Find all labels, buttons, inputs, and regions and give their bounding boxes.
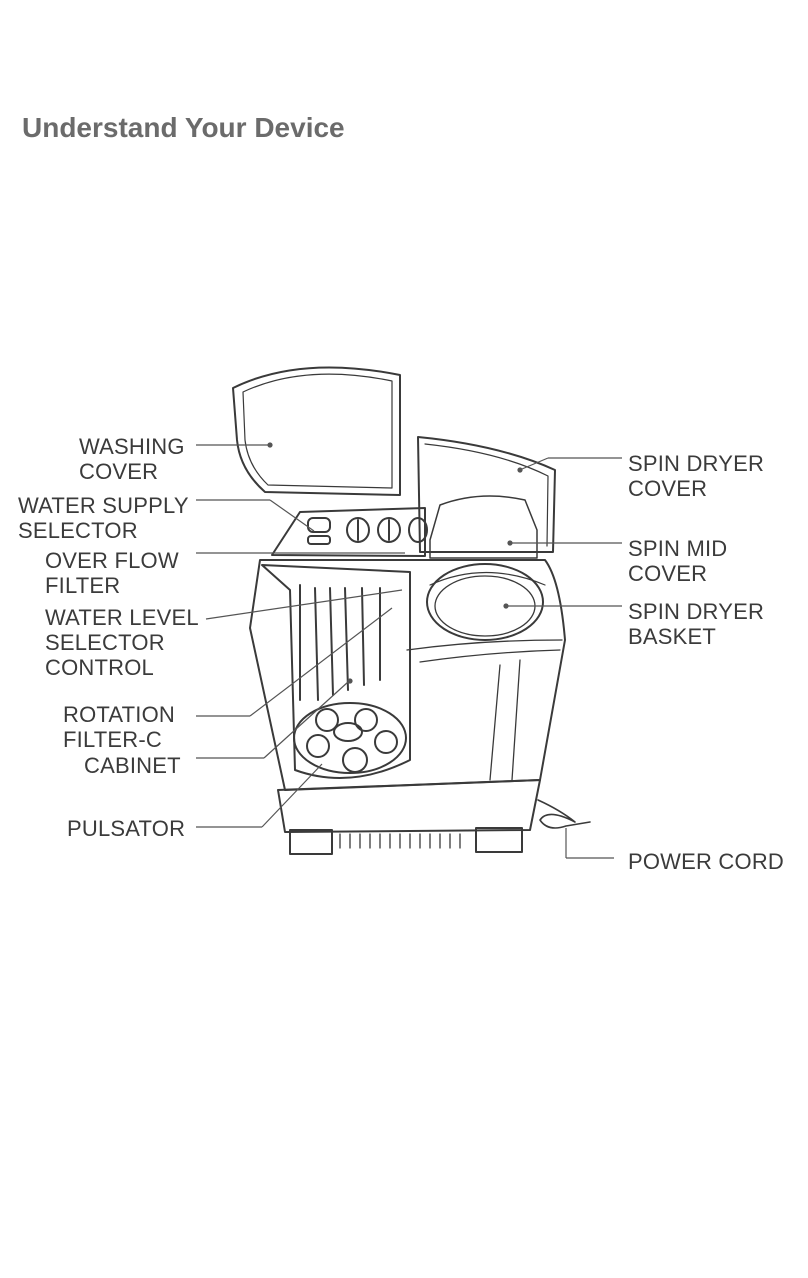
label-water-level-selector-control: WATER LEVEL SELECTOR CONTROL [45,605,199,680]
label-spin-dryer-basket: SPIN DRYER BASKET [628,599,765,649]
spin-dryer-basket-shape [426,563,544,641]
cabinet-shape [249,559,566,791]
leader-lines [196,442,622,859]
page-title: Understand Your Device [22,112,345,143]
label-water-supply-selector: WATER SUPPLY SELECTOR [18,493,189,543]
label-cabinet: CABINET [84,753,181,778]
label-power-cord: POWER CORD [628,849,784,874]
label-spin-mid-cover: SPIN MID COVER [628,536,728,586]
pulsator-shape [293,702,407,774]
washing-cover-shape [232,366,401,496]
spin-mid-cover-shape [429,495,538,559]
spin-dryer-cover-shape [417,436,556,553]
label-over-flow-filter: OVER FLOW FILTER [45,548,179,598]
control-knob-1 [346,517,370,543]
label-rotation-filter: ROTATION FILTER-C [63,702,175,752]
control-knob-2 [377,517,401,543]
label-pulsator: PULSATOR [67,816,186,841]
label-spin-dryer-cover: SPIN DRYER COVER [628,451,765,501]
control-knob-3 [408,517,428,543]
washing-tub [261,564,411,779]
water-supply-selector-knob [307,517,331,533]
power-cord-shape [537,799,591,829]
label-washing-cover: WASHING COVER [79,434,185,484]
